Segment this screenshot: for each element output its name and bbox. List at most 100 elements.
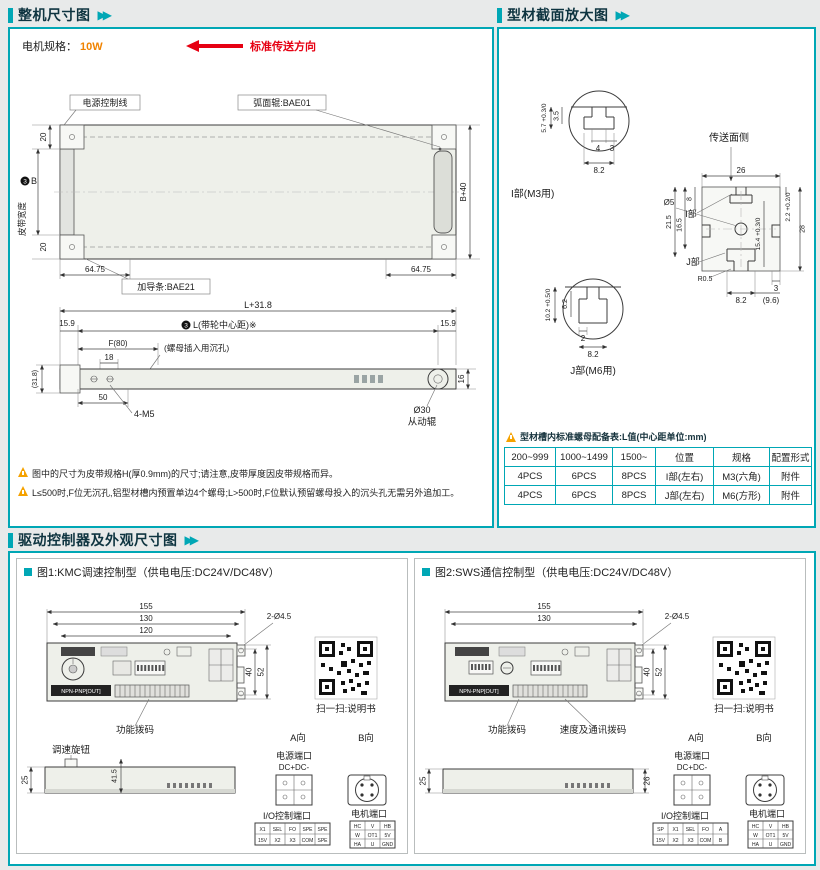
table-cell: M3(六角) xyxy=(713,466,770,486)
nut-table-note: 型材槽内标准螺母配备表:L值(中心距单位:mm) xyxy=(506,430,707,443)
dim-102: 10.2 +0.5/0 xyxy=(545,288,552,321)
dim-40: 40 xyxy=(643,667,652,676)
section-controller-title: 驱动控制器及外观尺寸图 xyxy=(18,532,178,548)
dim-96: (9.6) xyxy=(763,296,780,305)
table-cell: 6PCS xyxy=(555,466,613,486)
io-pin: B xyxy=(719,838,723,844)
power-connector xyxy=(275,774,313,806)
nut-table: 200~999 1000~1499 1500~ 位置 规格 配置形式 4PCS … xyxy=(504,447,812,505)
io-pin-table: X1 SEL FO SPE SPE 15V X2 X3 COM SPE xyxy=(254,822,331,846)
dim-20-top: 20 xyxy=(39,132,48,141)
io-pin: 15V xyxy=(258,838,268,844)
table-cell: M6(方形) xyxy=(713,485,770,505)
terminal-strip xyxy=(512,684,588,698)
qr-caption: 扫一扫:说明书 xyxy=(714,703,774,715)
table-row: 4PCS 6PCS 8PCS I部(左右) M3(六角) 附件 xyxy=(504,466,812,486)
rotary-switch-shape xyxy=(500,661,514,675)
section-profile-header: 型材截面放大图 ▶▶ xyxy=(497,5,631,25)
dim-165: 16.5 xyxy=(677,218,684,232)
roller-name: 从动辊 xyxy=(408,416,437,428)
motor-pin: V xyxy=(371,824,375,830)
dim-130: 130 xyxy=(139,614,153,623)
io-pin: X3 xyxy=(289,838,295,844)
dim-52: 52 xyxy=(257,667,266,676)
dim-415: 41.5 xyxy=(112,769,119,783)
note-item: L≤500时,F位无沉孔,铝型材槽内预置单边4个螺母;L>500时,F位默认预留… xyxy=(18,486,490,499)
view-a-label: A向 xyxy=(290,732,306,744)
table-cell: I部(左右) xyxy=(655,466,714,486)
dip-label: 功能拨码 xyxy=(488,724,526,736)
dim-holes: 2-Ø4.5 xyxy=(665,612,690,621)
dim-25: 25 xyxy=(419,776,428,785)
conveyor-top-view: 电源控制线 弧面辊:BAE01 加导条:BAE21 20 20 3 B 皮带宽度… xyxy=(17,94,480,295)
power-pins-label: DC+DC- xyxy=(677,763,708,772)
footnote-badge-digit: 3 xyxy=(23,179,27,186)
motor-pin: OT1 xyxy=(368,833,378,839)
dim-2: 2 xyxy=(581,334,586,343)
figure1-drawing: 155 130 120 2-Ø4.5 xyxy=(21,602,396,849)
io-pin: SEL xyxy=(273,827,283,833)
section-machine-header: 整机尺寸图 ▶▶ xyxy=(8,5,113,25)
dim-40: 40 xyxy=(245,667,254,676)
power-port-label: 电源端口 xyxy=(674,750,710,761)
table-cell: 4PCS xyxy=(504,485,556,505)
power-connector xyxy=(673,774,711,806)
io-port-label: I/O控制端口 xyxy=(263,810,311,821)
warning-icon xyxy=(18,486,28,496)
dim-16: 16 xyxy=(457,374,466,383)
dim-20-bottom: 20 xyxy=(39,242,48,251)
double-arrow-icon: ▶▶ xyxy=(97,8,113,22)
view-b-label: B向 xyxy=(358,732,374,744)
dim-82: 8.2 xyxy=(593,166,605,175)
convey-side-label: 传送面侧 xyxy=(709,131,749,144)
footnote-badge-digit: 3 xyxy=(184,323,188,330)
direction-arrow-icon xyxy=(186,40,243,52)
dim-57: 5.7 +0.3/0 xyxy=(541,103,548,132)
motor-connector xyxy=(347,774,387,806)
motor-pin: HB xyxy=(384,824,392,830)
label-j: J部 xyxy=(686,256,700,267)
io-pin: FO xyxy=(289,827,296,833)
controller-top-view: NPN-PNP[OUT] xyxy=(444,642,644,702)
table-cell: 8PCS xyxy=(612,485,656,505)
note-text: L≤500时,F位无沉孔,铝型材槽内预置单边4个螺母;L>500时,F位默认预留… xyxy=(32,488,460,498)
warning-icon xyxy=(506,431,516,442)
dim-d5: Ø5 xyxy=(664,198,675,207)
io-pin: FO xyxy=(702,827,709,833)
view-a-label: A向 xyxy=(688,732,704,744)
motor-pin: OT1 xyxy=(766,833,776,839)
dim-25: 25 xyxy=(21,775,30,784)
io-pin: COM xyxy=(302,838,314,844)
motor-pin: U xyxy=(769,842,773,848)
guide-strip-label: 加导条:BAE21 xyxy=(137,281,195,292)
io-pin: X1 xyxy=(259,827,265,833)
io-pin-table: SP X1 SEL FO A 15V X2 X3 COM B xyxy=(652,822,729,846)
dim-215: 21.5 xyxy=(666,215,673,229)
belt-dim-letter: B xyxy=(31,176,37,186)
header-accent-bar xyxy=(497,7,502,23)
dim-3: 3 xyxy=(610,144,615,153)
io-pin: X2 xyxy=(672,838,678,844)
machine-dimension-panel: 电机规格： 10W 标准传送方向 电源控制线 弧面辊:BAE01 加导条:BAE… xyxy=(8,27,494,528)
motor-pin: HA xyxy=(354,842,362,848)
nut-table-title: 型材槽内标准螺母配备表:L值(中心距单位:mm) xyxy=(520,432,707,442)
dip-label: 功能拨码 xyxy=(116,724,154,736)
note-item: 图中的尺寸为皮带规格H(厚0.9mm)的尺寸;请注意,皮带厚度因皮带规格而异。 xyxy=(18,467,490,480)
table-cell: 8PCS xyxy=(612,466,656,486)
double-arrow-icon: ▶▶ xyxy=(184,533,200,547)
double-arrow-icon: ▶▶ xyxy=(615,8,631,22)
io-pin: SPE xyxy=(302,827,313,833)
io-pin: X1 xyxy=(672,827,678,833)
conveyor-side-view: L+31.8 3 L(带轮中心距)※ 15.9 15.9 F(80) 18 (螺… xyxy=(32,300,476,428)
figure2-caption: 图2:SWS通信控制型（供电电压:DC24V/DC48V） xyxy=(415,559,805,582)
table-cell: J部(左右) xyxy=(655,485,714,505)
footnote-badge-icon xyxy=(20,176,30,186)
dim-82: 8.2 xyxy=(735,296,747,305)
dim-3: 3 xyxy=(774,284,779,293)
motor-pin: W xyxy=(355,833,360,839)
dip-switch-block xyxy=(530,660,562,676)
figure-caption-text: 图2:SWS通信控制型（供电电压:DC24V/DC48V） xyxy=(435,567,679,579)
motor-pin: HB xyxy=(782,824,790,830)
machine-dimension-drawing: 电机规格： 10W 标准传送方向 电源控制线 弧面辊:BAE01 加导条:BAE… xyxy=(17,39,480,428)
dim-159-left: 15.9 xyxy=(59,319,75,328)
